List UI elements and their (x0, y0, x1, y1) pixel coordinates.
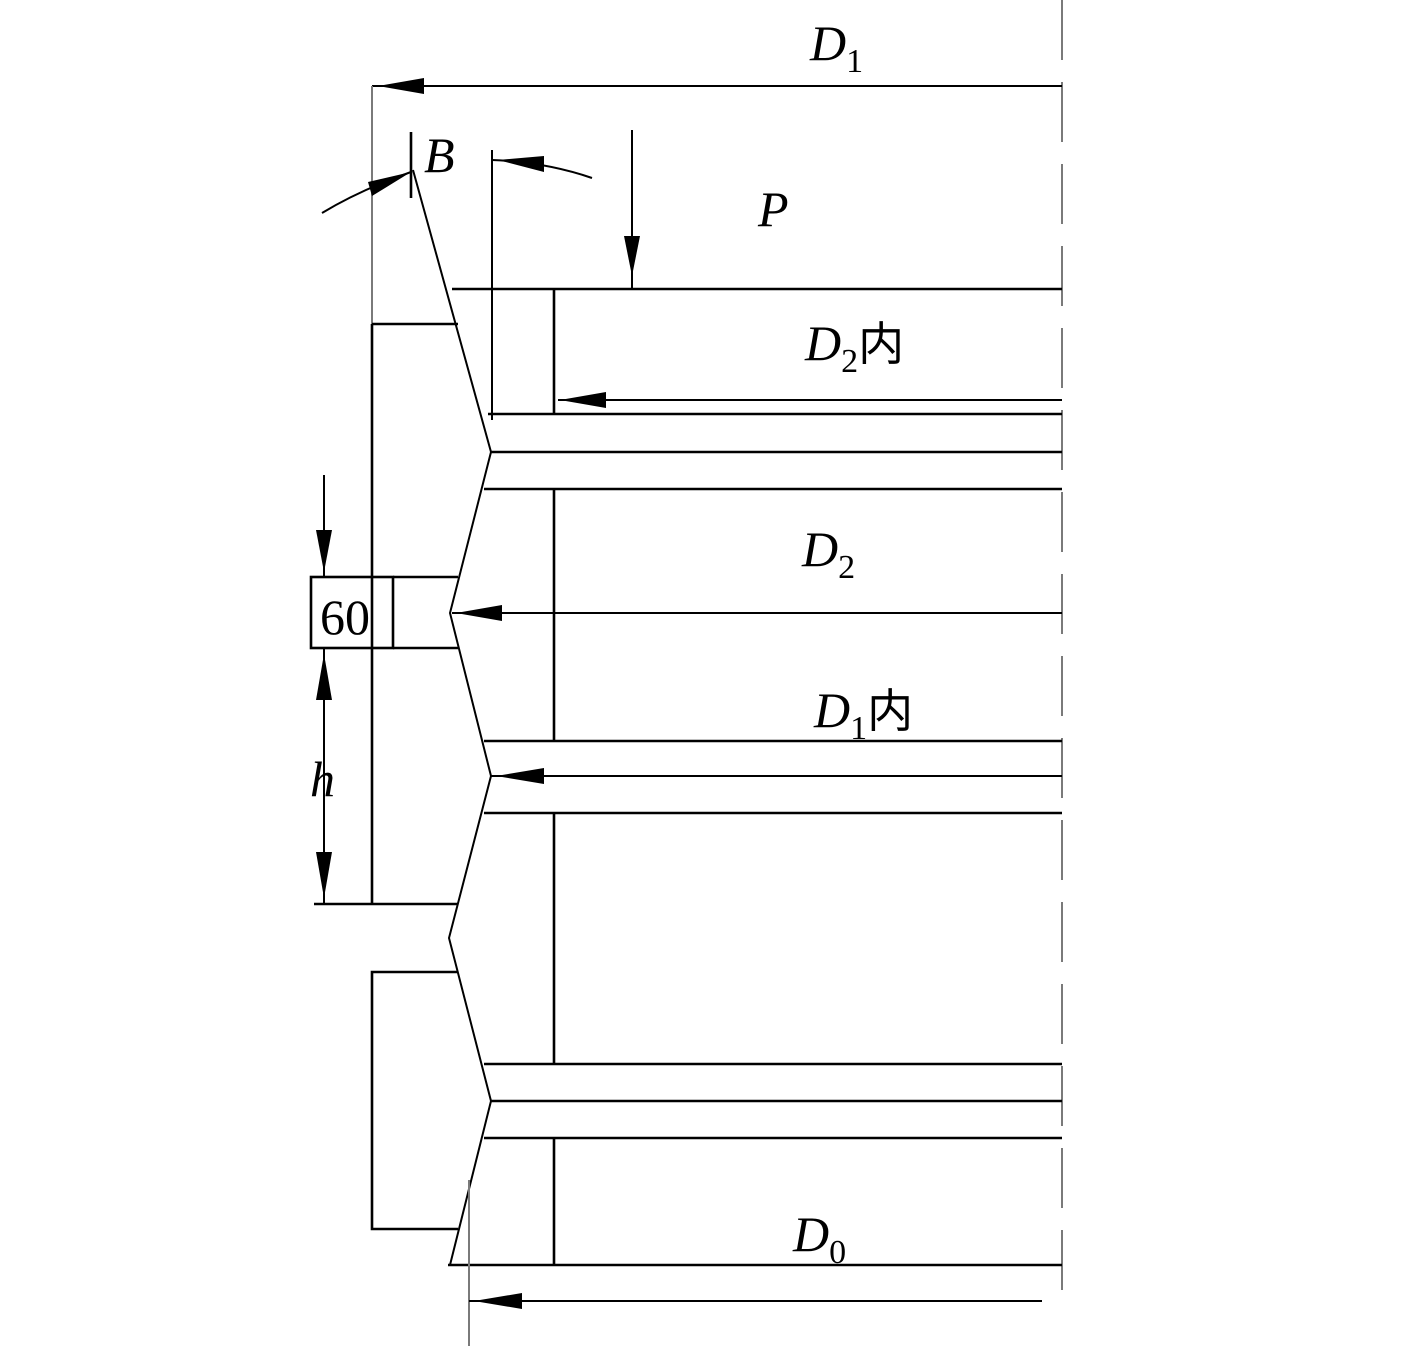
d0-arrowhead (474, 1293, 522, 1309)
label-d0: D0 (792, 1206, 846, 1271)
b-arrowhead-left (368, 172, 411, 196)
d2-arrowhead (456, 605, 502, 621)
d2-inner-arrowhead (560, 392, 606, 408)
label-b: B (424, 127, 455, 183)
label-d2: D2 (801, 521, 855, 586)
p-arrowhead (498, 156, 544, 172)
label-angle: 60 (320, 589, 370, 645)
h-lower-arrowhead (316, 852, 332, 898)
label-d2-inner: D2内 (804, 315, 904, 380)
label-p: P (757, 181, 789, 237)
d1-arrowhead (378, 78, 424, 94)
thread-profile (412, 169, 493, 1266)
label-h: h (310, 751, 335, 807)
crest-arrowhead (624, 236, 640, 276)
h-upper-arrowhead (316, 654, 332, 700)
label-d1-inner: D1内 (813, 682, 913, 747)
d1-inner-arrowhead (496, 768, 544, 784)
angle-box (309, 575, 395, 650)
h-top-arrowhead (316, 530, 332, 572)
label-d1: D1 (809, 15, 863, 80)
lower-bracket (370, 970, 458, 1231)
